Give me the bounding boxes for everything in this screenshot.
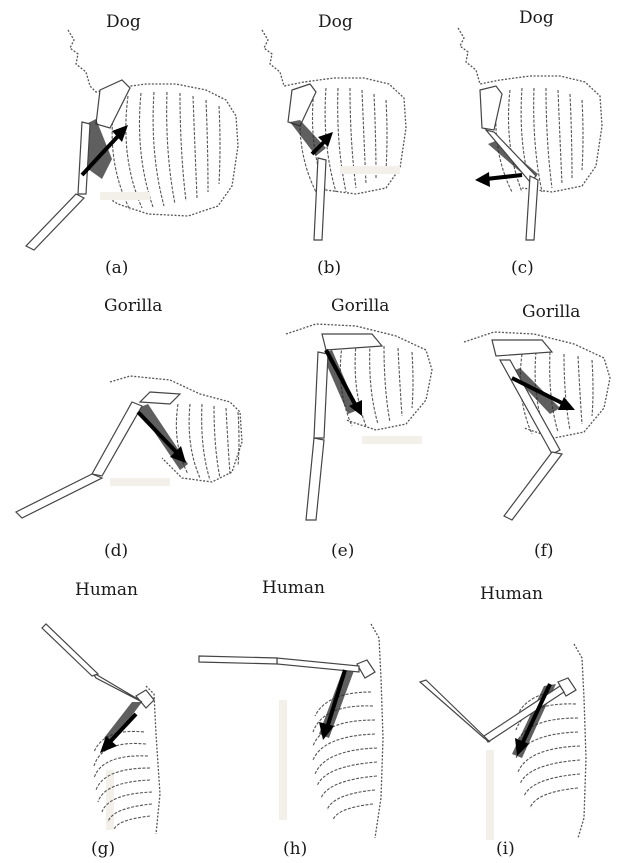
panel-a-caption: (a): [105, 258, 128, 278]
dog-b-forearm: [314, 158, 326, 240]
arrow-icon-d: [138, 412, 186, 463]
gorilla-d-ribs: [176, 404, 239, 480]
panel-h-title: Human: [262, 578, 325, 598]
human-h-humerus: [277, 658, 359, 672]
panel-f-caption: (f): [534, 541, 554, 561]
human-g-forearm: [42, 624, 98, 676]
gorilla-skeleton-f: [460, 328, 620, 528]
human-skeleton-i: [418, 640, 618, 845]
gorilla-f-forearm: [504, 452, 562, 520]
human-g-muscle: [104, 702, 142, 742]
panel-f-title: Gorilla: [522, 302, 580, 322]
arrow-icon-c: [475, 172, 522, 187]
human-skeleton-g: [40, 620, 190, 845]
dog-c-humerus: [486, 130, 536, 182]
gorilla-e-scapula: [322, 334, 382, 350]
dog-skeleton-a: [20, 30, 250, 255]
panel-i-title: Human: [480, 584, 543, 604]
panel-g-caption: (g): [91, 839, 115, 859]
human-h-ribs: [313, 692, 377, 820]
panel-a-title: Dog: [106, 12, 141, 32]
dog-a-humerus: [78, 122, 90, 194]
human-h-forearm: [199, 656, 277, 664]
gorilla-d-scapula: [140, 392, 180, 404]
dog-c-scapula: [480, 86, 502, 130]
panel-g-title: Human: [75, 580, 138, 600]
gorilla-d-forearm: [16, 474, 102, 518]
gorilla-skeleton-d: [10, 372, 260, 532]
arrow-icon-g: [100, 714, 136, 753]
panel-b-title: Dog: [318, 12, 353, 32]
dog-c-forearm: [526, 176, 538, 240]
panel-c-caption: (c): [511, 258, 534, 278]
dog-b-scapula: [288, 84, 316, 126]
dog-skeleton-c: [440, 26, 620, 251]
panel-b-caption: (b): [317, 258, 341, 278]
panel-d-title: Gorilla: [104, 296, 162, 316]
panel-c-title: Dog: [519, 8, 554, 28]
gorilla-e-ribs: [340, 344, 413, 426]
dog-a-scapula: [96, 80, 130, 128]
human-skeleton-h: [195, 620, 405, 845]
dog-a-forearm: [26, 194, 84, 250]
panel-e-title: Gorilla: [331, 296, 389, 316]
gorilla-d-humerus: [92, 402, 142, 476]
human-g-humerus: [92, 672, 142, 702]
panel-h-caption: (h): [283, 839, 307, 859]
arrow-icon-e: [326, 350, 362, 416]
panel-i-caption: (i): [496, 839, 515, 859]
dog-skeleton-b: [240, 30, 420, 255]
gorilla-e-humerus: [314, 352, 328, 438]
panel-e-caption: (e): [331, 541, 354, 561]
human-h-shoulder: [357, 660, 375, 678]
panel-d-caption: (d): [104, 541, 128, 561]
gorilla-skeleton-e: [282, 320, 442, 530]
gorilla-e-forearm: [306, 438, 324, 520]
human-i-forearm: [420, 680, 490, 742]
gorilla-f-scapula: [492, 340, 552, 356]
